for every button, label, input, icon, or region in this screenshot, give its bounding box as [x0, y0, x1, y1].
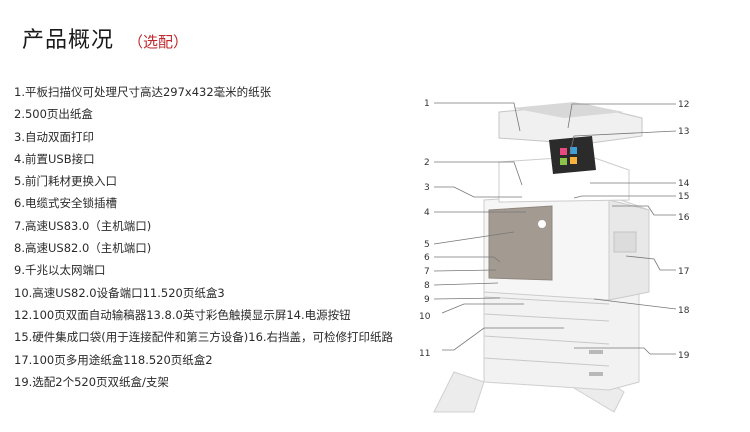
- app-tile-icon: [560, 148, 567, 155]
- tray-divider: [483, 335, 610, 345]
- title-row: 产品概况 （选配）: [22, 22, 188, 54]
- callout-15: 15: [678, 192, 689, 202]
- callout-3: 3: [424, 183, 430, 193]
- printer-diagram: 1 2 3 4 5 6 7 8 9 10 11 12 13 14 15 16 1…: [419, 99, 690, 413]
- feature-item: 17.100页多用途纸盒118.520页纸盒2: [14, 352, 213, 367]
- multipurpose-tray: [613, 231, 637, 253]
- optional-note: （选配）: [128, 33, 189, 51]
- app-tile-icon: [560, 158, 567, 165]
- feeder-tray: [512, 102, 624, 118]
- callout-7: 7: [424, 267, 430, 277]
- callout-18: 18: [678, 306, 690, 316]
- feature-item: 19.选配2个520页双纸盒/支架: [14, 374, 169, 389]
- feature-item: 4.前置USB接口: [14, 151, 95, 166]
- tray-handle: [589, 372, 603, 376]
- callout-8: 8: [424, 281, 430, 291]
- tray-handle: [589, 350, 603, 354]
- feature-list: 1.平板扫描仪可处理尺寸高达297x432毫米的纸张 2.500页出纸盒 3.自…: [14, 81, 393, 393]
- callout-4: 4: [424, 208, 430, 218]
- app-tile-icon: [570, 147, 577, 154]
- feature-item: 10.高速US82.0设备端口11.520页纸盒3: [14, 285, 225, 300]
- feature-item: 9.千兆以太网端口: [14, 263, 106, 278]
- feature-item: 15.硬件集成口袋(用于连接配件和第三方设备)16.右挡盖，可检修打印纸路: [14, 330, 394, 345]
- tray-divider: [483, 313, 610, 322]
- callout-1: 1: [424, 99, 430, 109]
- feature-item: 5.前门耗材更换入口: [14, 174, 117, 189]
- feature-item: 2.500页出纸盒: [14, 107, 93, 122]
- tray-divider: [483, 296, 610, 305]
- feature-item: 12.100页双面自动输稿器13.8.0英寸彩色触摸显示屏14.电源按钮: [14, 307, 351, 322]
- front-door-panel: [488, 205, 553, 281]
- callout-11: 11: [419, 349, 430, 359]
- feature-item: 3.自动双面打印: [14, 129, 94, 144]
- tray-divider: [483, 357, 610, 367]
- callout-10: 10: [419, 312, 431, 322]
- hp-logo-icon: [538, 220, 546, 228]
- feature-item: 7.高速US83.0（主机端口): [14, 218, 152, 233]
- callout-16: 16: [678, 213, 690, 223]
- callout-17: 17: [678, 267, 689, 277]
- callout-12: 12: [678, 100, 689, 110]
- feature-item: 6.电缆式安全锁插槽: [14, 196, 117, 211]
- callout-5: 5: [424, 240, 430, 250]
- callout-2: 2: [424, 158, 430, 168]
- callout-14: 14: [678, 179, 690, 189]
- feature-item: 1.平板扫描仪可处理尺寸高达297x432毫米的纸张: [14, 85, 272, 99]
- callout-6: 6: [424, 253, 430, 263]
- callout-19: 19: [678, 351, 690, 361]
- app-tile-icon: [570, 157, 577, 164]
- callout-9: 9: [424, 295, 430, 305]
- callout-13: 13: [678, 127, 689, 137]
- stand-leg-left: [433, 371, 485, 413]
- feature-item: 8.高速US82.0（主机端口): [14, 241, 152, 256]
- page-title: 产品概况: [22, 28, 115, 53]
